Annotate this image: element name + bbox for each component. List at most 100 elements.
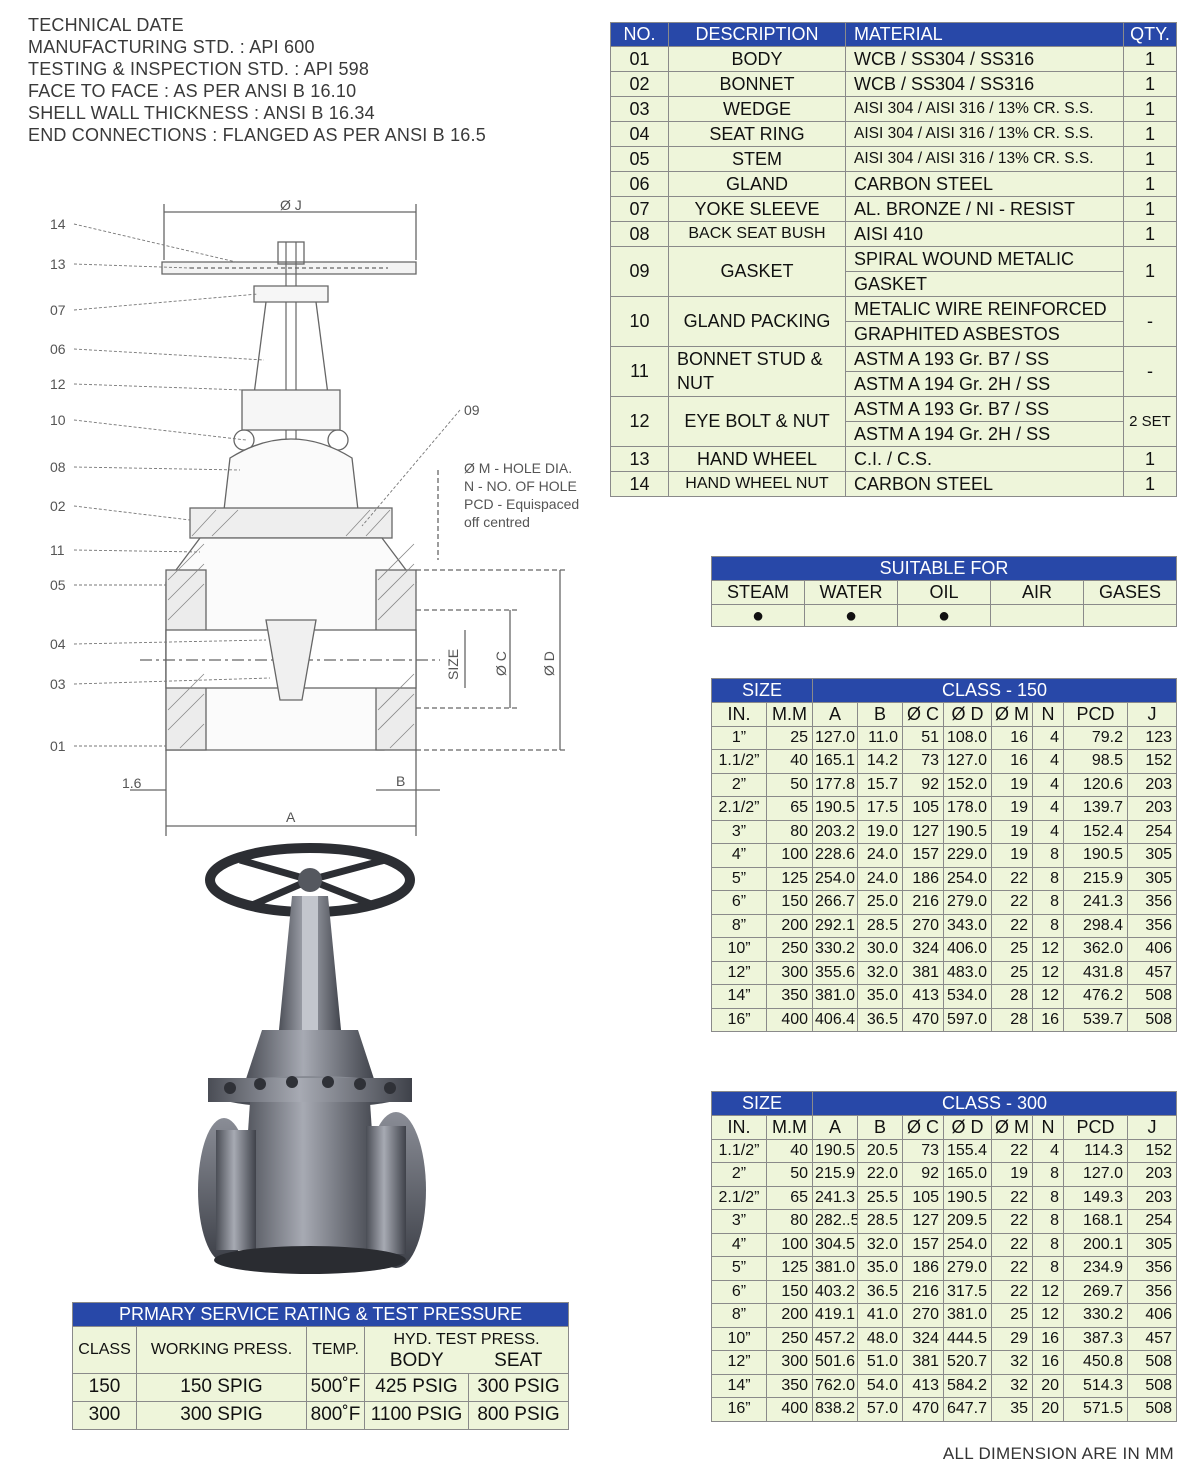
cell: 25 — [765, 725, 814, 750]
col-header: N — [1032, 702, 1065, 727]
cell: 381 — [902, 1350, 945, 1375]
cell: 250 — [765, 937, 814, 962]
cell: 330.2 — [1063, 1303, 1129, 1328]
cell: 127 — [902, 819, 945, 844]
cell: 1 — [1123, 246, 1177, 297]
dot-mark — [990, 604, 1084, 627]
col-header: HYD. TEST PRESS. — [363, 1326, 570, 1349]
cell: WCB / SS304 / SS316 — [845, 46, 1124, 72]
table-row: STEAM WATER OIL AIR GASES — [711, 580, 1178, 605]
col-header: CLASS — [72, 1326, 137, 1374]
cell: 381 — [902, 960, 945, 985]
cell: 508 — [1127, 1350, 1178, 1375]
col-header: A — [812, 702, 859, 727]
cell: 762.0 — [812, 1373, 859, 1398]
cell: 4 — [1032, 772, 1065, 797]
tech-line: MANUFACTURING STD. : API 600 — [28, 37, 315, 57]
cell: 14.2 — [857, 749, 904, 774]
cell: 282..5 — [812, 1209, 859, 1234]
cell: 12 — [1032, 937, 1065, 962]
part-label: 06 — [50, 341, 66, 357]
cell: 800˚F — [306, 1400, 365, 1430]
cell: 413 — [902, 1373, 945, 1398]
cell: 48.0 — [857, 1326, 904, 1351]
cell: 203 — [1127, 1162, 1178, 1187]
tech-line: TECHNICAL DATE — [28, 15, 184, 35]
cell: 50 — [765, 772, 814, 797]
cell: 22 — [991, 1185, 1034, 1210]
cell: 413 — [902, 984, 945, 1009]
cell: 12 — [1032, 960, 1065, 985]
cell: 1 — [1123, 96, 1177, 122]
cell: 190.5 — [943, 1185, 993, 1210]
cell: 406 — [1127, 937, 1178, 962]
cell: 2” — [711, 1162, 767, 1187]
cell: 508 — [1127, 1007, 1178, 1032]
cell: 177.8 — [812, 772, 859, 797]
cell: 157 — [902, 843, 945, 868]
size-header: SIZE — [710, 678, 814, 703]
cell: 6” — [711, 1279, 767, 1304]
cell: 292.1 — [812, 913, 859, 938]
technical-data: TECHNICAL DATE MANUFACTURING STD. : API … — [28, 14, 486, 146]
cell: 22 — [991, 1279, 1034, 1304]
cell: 149.3 — [1063, 1185, 1129, 1210]
cell: 22 — [991, 1138, 1034, 1163]
col-header: SEAT — [468, 1349, 570, 1374]
valve-section-drawing: 14 13 07 06 12 10 08 02 11 05 04 03 01 0… — [50, 197, 579, 836]
cell: 2 SET — [1123, 396, 1177, 447]
cell: 127.0 — [943, 749, 993, 774]
cell: 4” — [711, 843, 767, 868]
col-header: Ø C — [902, 702, 945, 727]
cell: 381.0 — [812, 1256, 859, 1281]
col-header: DESCRIPTION — [668, 22, 846, 47]
cell: 16 — [1032, 1007, 1065, 1032]
cell: 12 — [1032, 1279, 1065, 1304]
cell: 150 SPIG — [136, 1372, 307, 1402]
table-row: 07 YOKE SLEEVE AL. BRONZE / NI - RESIST … — [610, 196, 1177, 222]
col-header: IN. — [711, 1115, 767, 1140]
cell: 215.9 — [812, 1162, 859, 1187]
dim-label: B — [396, 773, 405, 789]
cell: 215.9 — [1063, 866, 1129, 891]
table-row: 13 HAND WHEEL C.I. / C.S. 1 — [610, 446, 1177, 472]
cell: 8” — [711, 913, 767, 938]
table-title: PRMARY SERVICE RATING & TEST PRESSURE — [71, 1302, 570, 1327]
cell: GASKET — [845, 271, 1124, 297]
cell: 22 — [991, 1256, 1034, 1281]
cell: 457 — [1127, 1326, 1178, 1351]
part-label: 09 — [464, 402, 480, 418]
cell: 15.7 — [857, 772, 904, 797]
cell: 25.0 — [857, 890, 904, 915]
cell: 539.7 — [1063, 1007, 1129, 1032]
cell: GASES — [1082, 580, 1178, 605]
cell: 22.0 — [857, 1162, 904, 1187]
cell: 2.1/2” — [711, 1185, 767, 1210]
cell: 16 — [1032, 1350, 1065, 1375]
cell: 100 — [765, 843, 814, 868]
cell: 32.0 — [857, 960, 904, 985]
cell: 186 — [902, 866, 945, 891]
cell: 270 — [902, 913, 945, 938]
cell: 16 — [991, 749, 1034, 774]
table-row: 02 BONNET WCB / SS304 / SS316 1 — [610, 71, 1177, 97]
cell: 298.4 — [1063, 913, 1129, 938]
cell: 501.6 — [812, 1350, 859, 1375]
cell: 79.2 — [1063, 725, 1129, 750]
cell: 8 — [1032, 1209, 1065, 1234]
cell: 304.5 — [812, 1232, 859, 1257]
table-row: BODY SEAT — [73, 1349, 570, 1374]
cell: 419.1 — [812, 1303, 859, 1328]
cell: 127 — [902, 1209, 945, 1234]
cell: 29 — [991, 1326, 1034, 1351]
col-header: M.M — [765, 702, 814, 727]
cell: YOKE SLEEVE — [668, 196, 846, 222]
cell: STEM — [668, 146, 846, 172]
